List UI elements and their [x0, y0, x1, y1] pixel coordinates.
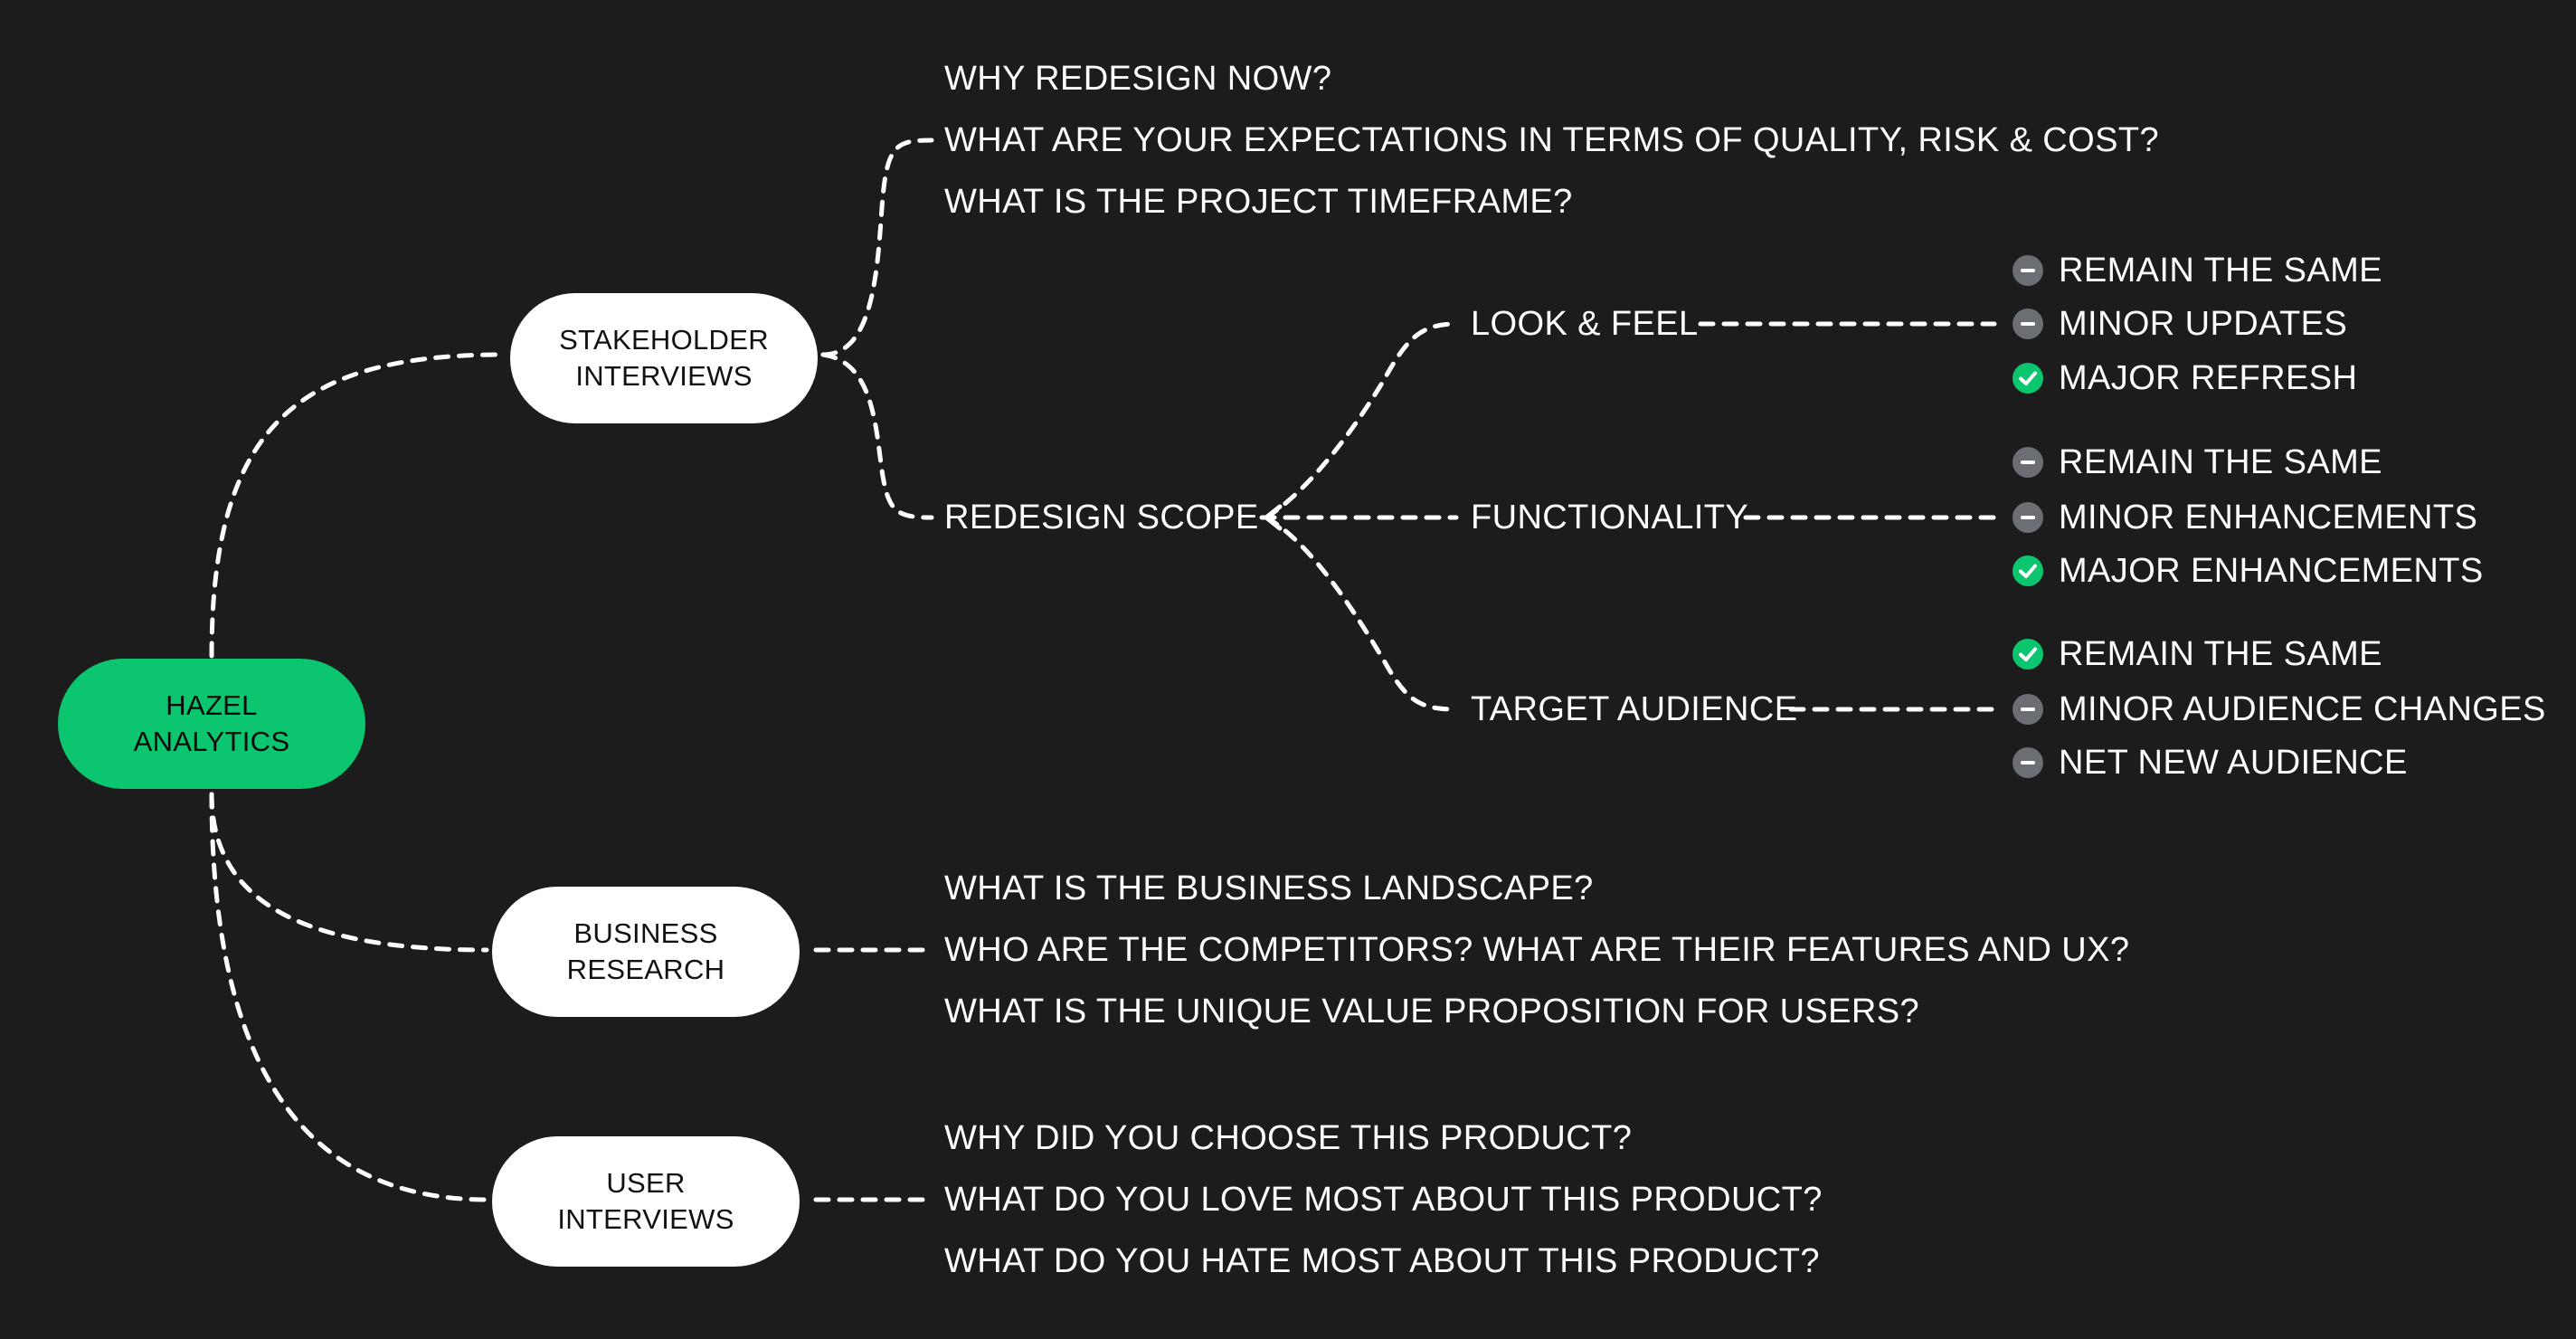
- connector-root-business: [209, 792, 489, 953]
- connector-stakeholder-scope: [820, 352, 934, 520]
- check-icon: [2012, 556, 2043, 586]
- aspect-functionality: FUNCTIONALITY: [1471, 499, 1749, 537]
- connector-scope-audience: [1264, 515, 1459, 712]
- stakeholder-question: WHAT IS THE PROJECT TIMEFRAME?: [944, 183, 1573, 221]
- user-question: WHAT DO YOU HATE MOST ABOUT THIS PRODUCT…: [944, 1242, 1820, 1280]
- option-label: MAJOR REFRESH: [2059, 359, 2358, 397]
- connector-scope-lookfeel: [1264, 321, 1459, 520]
- user-question: WHAT DO YOU LOVE MOST ABOUT THIS PRODUCT…: [944, 1181, 1823, 1219]
- minus-icon: [2012, 447, 2043, 478]
- stakeholder-question: WHAT ARE YOUR EXPECTATIONS IN TERMS OF Q…: [944, 121, 2159, 159]
- minus-icon: [2012, 309, 2043, 339]
- arrow-icon: [1264, 504, 1283, 531]
- option-label: MINOR AUDIENCE CHANGES: [2059, 690, 2546, 728]
- minus-icon: [2012, 694, 2043, 725]
- aspect-target-audience: TARGET AUDIENCE: [1471, 690, 1798, 728]
- minus-icon: [2012, 255, 2043, 286]
- option-label: NET NEW AUDIENCE: [2059, 744, 2408, 782]
- connector-root-user: [209, 792, 489, 1202]
- redesign-scope-label: REDESIGN SCOPE: [944, 499, 1259, 537]
- business-question: WHO ARE THE COMPETITORS? WHAT ARE THEIR …: [944, 931, 2130, 969]
- connector-stakeholder-questions: [820, 138, 934, 357]
- check-icon: [2012, 639, 2043, 670]
- option-label: REMAIN THE SAME: [2059, 443, 2382, 481]
- connector-root-stakeholder: [209, 352, 506, 659]
- root-node: HAZEL ANALYTICS: [58, 659, 365, 789]
- option-label: REMAIN THE SAME: [2059, 635, 2382, 673]
- aspect-look-and-feel: LOOK & FEEL: [1471, 305, 1699, 343]
- business-question: WHAT IS THE UNIQUE VALUE PROPOSITION FOR…: [944, 992, 1920, 1030]
- user-question: WHY DID YOU CHOOSE THIS PRODUCT?: [944, 1119, 1633, 1157]
- option-label: MINOR UPDATES: [2059, 305, 2348, 343]
- business-question: WHAT IS THE BUSINESS LANDSCAPE?: [944, 869, 1594, 907]
- stakeholder-interviews-node: STAKEHOLDER INTERVIEWS: [510, 293, 818, 423]
- stakeholder-question: WHY REDESIGN NOW?: [944, 60, 1332, 98]
- check-icon: [2012, 363, 2043, 394]
- user-interviews-node: USER INTERVIEWS: [492, 1136, 800, 1267]
- option-label: REMAIN THE SAME: [2059, 252, 2382, 290]
- option-label: MAJOR ENHANCEMENTS: [2059, 552, 2484, 590]
- option-label: MINOR ENHANCEMENTS: [2059, 499, 2478, 537]
- minus-icon: [2012, 502, 2043, 533]
- business-research-node: BUSINESS RESEARCH: [492, 887, 800, 1017]
- minus-icon: [2012, 747, 2043, 778]
